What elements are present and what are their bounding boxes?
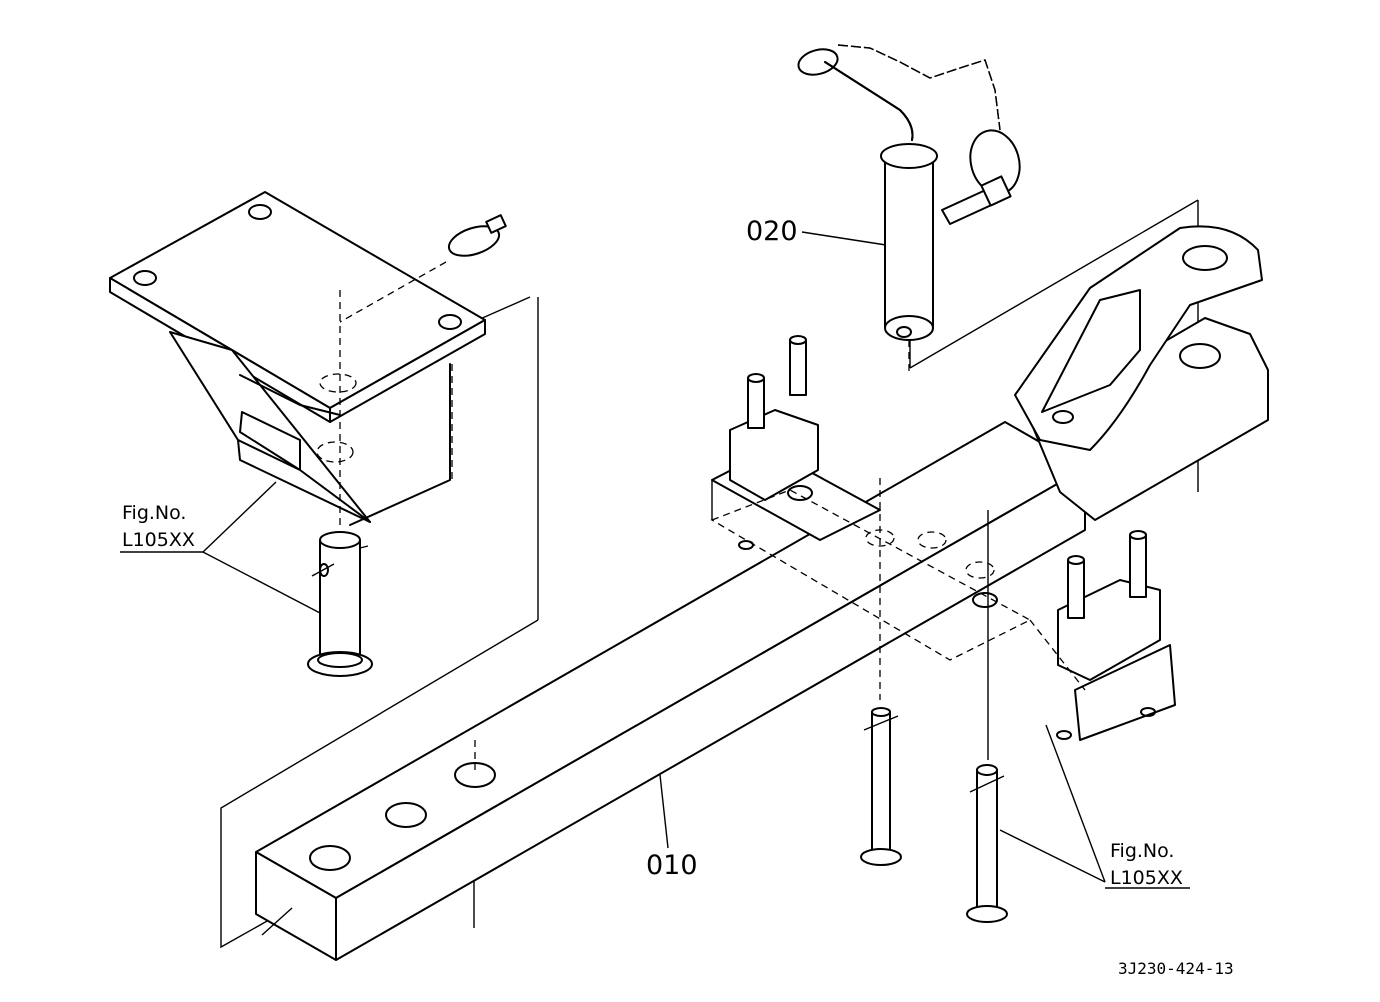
- figref-right-line2: L105XX: [1110, 867, 1183, 889]
- clevis-pin-left: [307, 531, 373, 677]
- hitch-pin: [797, 44, 1021, 372]
- figref-left-line2: L105XX: [122, 529, 195, 551]
- left-figref-leaders: [120, 481, 321, 614]
- right-figref-leaders: [999, 724, 1190, 889]
- clamp-rear: [972, 530, 1176, 741]
- figref-right-line1: Fig.No.: [1110, 840, 1174, 862]
- callout-part-020: 020: [746, 216, 798, 247]
- linch-pin-left: [339, 214, 507, 323]
- mounting-bracket: [109, 191, 539, 620]
- figref-left-line1: Fig.No.: [122, 502, 186, 524]
- drawing-code: 3J230-424-13: [1118, 959, 1234, 978]
- leader-020: [801, 231, 887, 246]
- bolt-center: [860, 707, 902, 866]
- leader-010: [659, 774, 669, 849]
- clamp-front: [710, 335, 1032, 760]
- callout-part-010: 010: [646, 850, 698, 881]
- hitch-clevis: [909, 199, 1269, 521]
- drawbar: [255, 421, 1086, 961]
- bolt-right: [966, 764, 1008, 923]
